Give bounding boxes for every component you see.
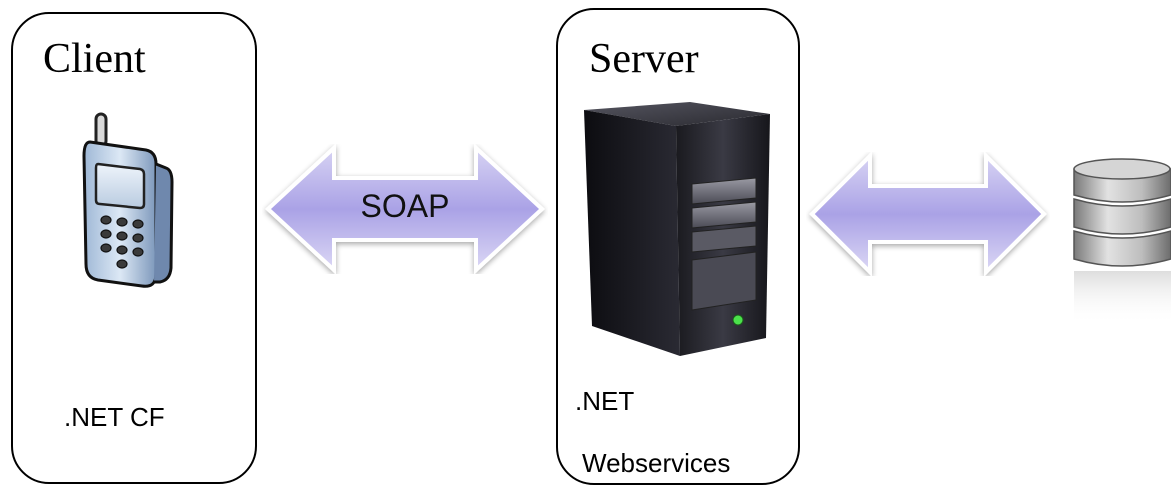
double-arrow-icon — [265, 143, 545, 275]
server-title: Server — [589, 36, 699, 82]
mobile-phone-icon — [82, 112, 174, 288]
server-tower-icon — [584, 102, 770, 356]
client-caption: .NET CF — [64, 402, 165, 432]
database-icon — [1073, 158, 1171, 325]
soap-connection-arrow: SOAP — [262, 143, 548, 275]
database-connection-arrow — [806, 151, 1050, 277]
double-arrow-icon — [809, 151, 1047, 277]
server-caption-net: .NET — [575, 386, 635, 416]
soap-label: SOAP — [360, 187, 450, 224]
client-title: Client — [43, 36, 146, 82]
server-caption-webservices: Webservices — [582, 448, 731, 478]
